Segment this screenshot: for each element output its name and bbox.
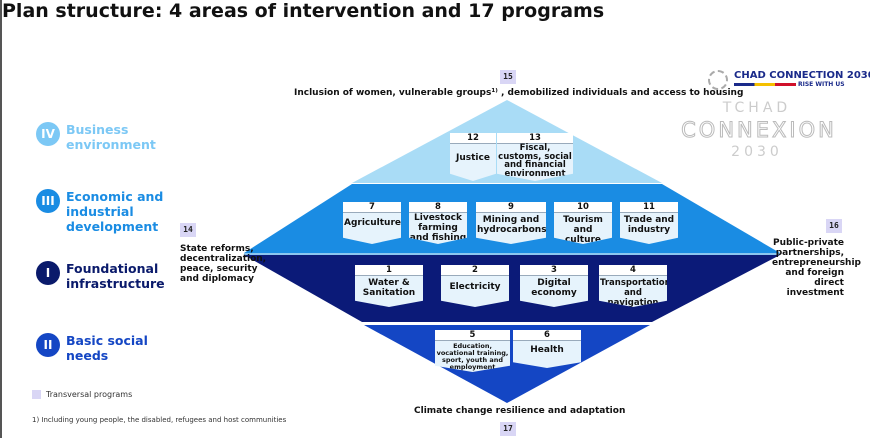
program-number: 7 — [343, 202, 401, 213]
badge-16: 16 — [826, 219, 842, 233]
area-numeral: III — [36, 189, 60, 213]
program-label: Electricity — [449, 282, 501, 292]
program-number: 2 — [441, 265, 509, 276]
program-label: Mining and hydrocarbons — [477, 215, 547, 235]
program-number: 4 — [599, 265, 667, 276]
logo-tagline: RISE WITH US — [798, 81, 845, 88]
area-label: Basic social needs — [66, 333, 148, 363]
badge-15: 15 — [500, 70, 516, 84]
program-label: Education, vocational training, sport, y… — [436, 342, 509, 371]
area-social: II Basic social needs — [36, 333, 166, 363]
transversal-legend-swatch — [32, 390, 41, 399]
footnote: 1) Including young people, the disabled,… — [32, 416, 287, 424]
badge-17: 17 — [500, 422, 516, 436]
program-label: Trade and industry — [623, 215, 675, 235]
program-number: 8 — [409, 202, 467, 213]
area-label: Economic and industrial development — [66, 189, 164, 234]
program-number: 1 — [355, 265, 423, 276]
area-label: Foundational infrastructure — [66, 261, 165, 291]
program-label: Justice — [456, 153, 490, 163]
area-numeral: II — [36, 333, 60, 357]
program-label: Health — [530, 345, 564, 355]
program-number: 12 — [450, 133, 496, 144]
program-number: 5 — [435, 330, 510, 341]
program-number: 9 — [476, 202, 546, 213]
right-caption: Public-private partnerships, entrepreneu… — [772, 238, 861, 298]
program-label: Digital economy — [531, 278, 577, 298]
program-label: Tourism and culture — [563, 215, 603, 245]
area-numeral: I — [36, 261, 60, 285]
logo-brand: CHAD CONNECTION 2030 — [734, 70, 870, 81]
area-label: Business environment — [66, 122, 156, 152]
sun-logo-icon — [708, 70, 728, 90]
area-business: IV Business environment — [36, 122, 166, 152]
program-number: 3 — [520, 265, 588, 276]
badge-14: 14 — [180, 223, 196, 237]
left-caption: State reforms, decentralization, peace, … — [180, 244, 267, 284]
area-foundational: I Foundational infrastructure — [36, 261, 166, 291]
program-number: 13 — [497, 133, 573, 144]
program-label: Fiscal, customs, social and financial en… — [498, 143, 572, 179]
top-caption: Inclusion of women, vulnerable groups¹⁾ … — [294, 88, 744, 98]
legend-label: Transversal programs — [46, 390, 133, 399]
infrastructure-layer — [244, 255, 780, 322]
watermark-line2: CONNEXION — [681, 118, 837, 143]
program-label: Agriculture — [344, 218, 402, 228]
program-label: Livestock farming and fishing — [409, 213, 467, 243]
program-number: 6 — [513, 330, 581, 341]
flag-stripe — [734, 83, 796, 86]
program-number: 11 — [620, 202, 678, 213]
area-numeral: IV — [36, 122, 60, 146]
program-label: Transportation and navigation — [600, 278, 671, 308]
page-title: Plan structure: 4 areas of intervention … — [2, 0, 605, 22]
bottom-caption: Climate change resilience and adaptation — [414, 406, 626, 416]
watermark-line1: TCHAD — [722, 100, 792, 116]
program-number: 10 — [554, 202, 612, 213]
program-label: Water & Sanitation — [362, 278, 416, 298]
watermark-line3: 2030 — [731, 144, 783, 160]
area-economic: III Economic and industrial development — [36, 189, 166, 234]
